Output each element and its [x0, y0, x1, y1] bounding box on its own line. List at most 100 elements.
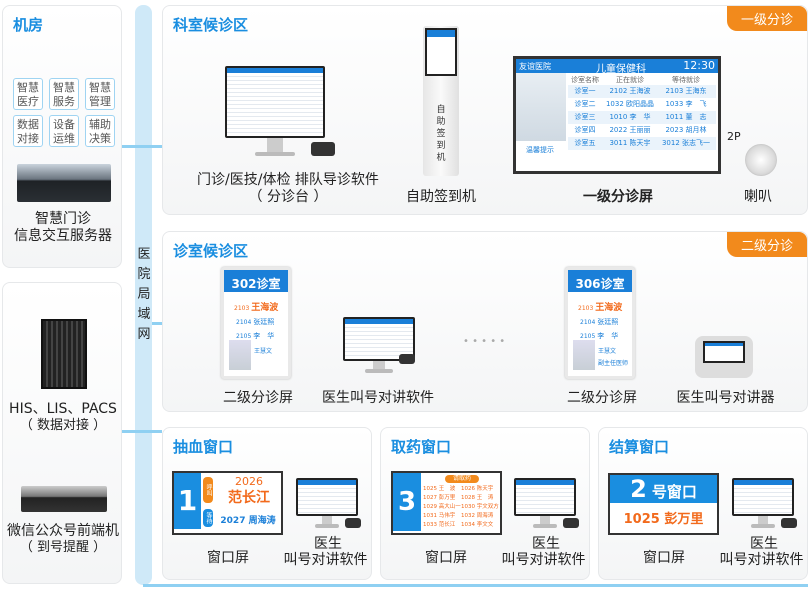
pharmacy-header: 请取药 [445, 475, 479, 483]
waiting-tag: 等待 [203, 509, 213, 527]
kiosk-text-char: 自 [436, 105, 446, 115]
table-header: 诊室名称 [571, 76, 599, 84]
machine-room-title: 机房 [13, 16, 44, 34]
microphone-icon [311, 142, 335, 156]
monitor-icon [732, 478, 794, 530]
table-cell: 诊室五 [574, 139, 596, 147]
wechat-label-1: 微信公众号前端机 [7, 523, 119, 539]
triage-software-label-2: （ 分诊台 ） [248, 189, 328, 205]
screen-dept: 儿童保健科 [596, 64, 646, 75]
current-number: 2026 [235, 475, 263, 488]
wait-number: 2105 [580, 333, 596, 340]
kiosk-text-char: 签 [436, 129, 446, 139]
doctor-photo [516, 73, 566, 141]
level-two-badge: 二级分诊 [726, 232, 807, 257]
blood-title: 抽血窗口 [173, 438, 234, 456]
lan-char: 局 [137, 287, 151, 302]
room-name: 302诊室 [224, 270, 288, 292]
speaker-tag: 2P [727, 130, 741, 143]
server-label-2: 信息交互服务器 [14, 228, 112, 244]
table-cell: 2102 王海波 [609, 87, 651, 95]
doctor-photo [229, 340, 251, 370]
level-two-screen-label-a: 二级分诊屏 [223, 390, 293, 406]
pharmacy-soft-label-1: 医生 [532, 536, 560, 552]
table-cell: 1010 李 华 [609, 113, 651, 121]
checkout-soft-label-2: 叫号对讲软件 [719, 552, 804, 568]
pharmacy-screen-label: 窗口屏 [425, 550, 467, 566]
table-cell: 诊室四 [574, 126, 596, 134]
table-cell: 1033 李 飞 [665, 100, 707, 108]
front-server-icon [21, 486, 107, 512]
triage-software-monitor-icon [225, 66, 325, 166]
table-cell: 2022 王丽丽 [609, 126, 651, 134]
his-label-1: HIS、LIS、PACS [9, 401, 117, 417]
table-header: 正在就诊 [616, 76, 644, 84]
wait-name: 张廷照 [253, 318, 275, 326]
pharmacy-name: 1031 马伟宇 [423, 513, 456, 519]
kiosk-label: 自助签到机 [406, 189, 476, 205]
dept-waiting-panel: 科室候诊区 一级分诊 门诊/医技/体检 排队导诊软件 （ 分诊台 ） 自助签到机… [162, 5, 808, 215]
speaker-label: 喇叭 [744, 189, 772, 205]
monitor-icon [514, 478, 576, 530]
pharmacy-name: 1032 周海涛 [461, 513, 494, 519]
doctor-name: 王慧文 [254, 348, 273, 355]
blood-window-screen: 1 呼叫 等待 2026 范长江 2027 周海涛 [172, 471, 283, 535]
feature-tag: 智慧管理 [85, 78, 115, 110]
table-row: 诊室四 2022 王丽丽 2023 胡月林 [568, 124, 716, 137]
checkout-screen-label: 窗口屏 [643, 550, 685, 566]
microphone-icon [781, 518, 797, 528]
room-area-title: 诊室候诊区 [173, 242, 249, 260]
doctor-name: 王慧文 [598, 348, 617, 355]
his-label-2: （ 数据对接 ） [19, 418, 107, 433]
table-cell: 2023 胡月林 [665, 126, 707, 134]
pharmacy-name: 1029 高大山一 [423, 504, 461, 510]
connector [122, 430, 162, 433]
dots: • • • • • [463, 336, 506, 347]
next-patient: 2027 周海涛 [220, 516, 276, 526]
dept-area-title: 科室候诊区 [173, 16, 249, 34]
table-cell: 1011 董 志 [665, 113, 707, 121]
current-name: 王海波 [595, 303, 623, 313]
wait-name: 张廷照 [597, 318, 619, 326]
pharmacy-soft-label-2: 叫号对讲软件 [501, 552, 586, 568]
feature-tag: 智慧医疗 [13, 78, 43, 110]
checkout-window-screen: 2 号窗口 1025 彭万里 [608, 473, 719, 535]
pharmacy-name: 1034 李文文 [461, 522, 494, 528]
connector [122, 145, 162, 148]
doctor-photo [573, 340, 595, 370]
window-number: 2 [630, 475, 647, 503]
lan-char: 域 [137, 307, 151, 322]
feature-tag: 数据对接 [13, 115, 43, 147]
screen-hospital: 友谊医院 [519, 62, 551, 71]
wait-name: 李 华 [597, 332, 619, 340]
doctor-software-monitor-icon [343, 317, 415, 377]
checkout-soft-label-1: 医生 [750, 536, 778, 552]
intercom-label: 医生叫号对讲器 [676, 390, 775, 406]
current-name: 范长江 [228, 490, 270, 506]
table-cell: 诊室二 [574, 100, 596, 108]
checkout-window-panel: 结算窗口 2 号窗口 1025 彭万里 窗口屏 医生 叫号对讲软件 [598, 427, 808, 580]
pharmacy-name: 1026 陈天宇 [461, 486, 494, 492]
blood-window-panel: 抽血窗口 1 呼叫 等待 2026 范长江 2027 周海涛 窗口屏 医生 叫号… [162, 427, 372, 580]
kiosk-text-char: 到 [436, 141, 446, 151]
lan-char: 医 [137, 247, 151, 262]
current-number: 2103 [578, 305, 594, 312]
current-patient: 1025 彭万里 [623, 512, 704, 527]
kiosk-text-char: 机 [436, 153, 446, 163]
pharmacy-title: 取药窗口 [391, 438, 452, 456]
table-cell: 2103 王海东 [665, 87, 707, 95]
systems-panel: HIS、LIS、PACS （ 数据对接 ） 微信公众号前端机 （ 到号提醒 ） [2, 282, 122, 584]
wait-number: 2104 [236, 319, 252, 326]
server-icon [17, 164, 111, 202]
doctor-title: 副主任医师 [598, 360, 629, 367]
connector [152, 322, 162, 325]
server-label-1: 智慧门诊 [35, 211, 91, 227]
microphone-icon [399, 354, 415, 364]
